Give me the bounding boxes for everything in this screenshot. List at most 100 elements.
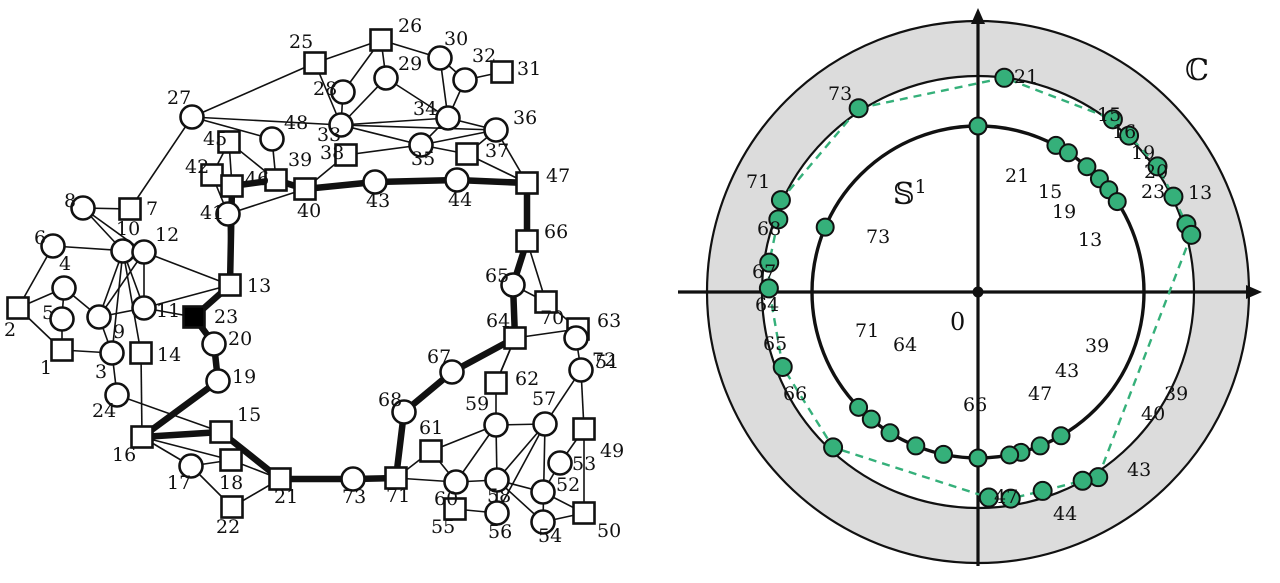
graph-node-22[interactable]: [220, 495, 244, 519]
graph-node-31[interactable]: [490, 60, 514, 84]
annulus-point-21[interactable]: [994, 67, 1015, 88]
graph-node-46[interactable]: [220, 174, 244, 198]
graph-node-4[interactable]: [51, 275, 77, 301]
unit-circle-point-16[interactable]: [1058, 143, 1078, 163]
graph-node-44[interactable]: [444, 167, 470, 193]
unit-circle-point-64[interactable]: [906, 436, 926, 456]
graph-node-12[interactable]: [131, 239, 157, 265]
graph-node-37[interactable]: [455, 142, 479, 166]
annulus-point-66[interactable]: [823, 437, 844, 458]
unit-circle-point-b1[interactable]: [933, 444, 953, 464]
unit-circle-point-b2[interactable]: [880, 423, 900, 443]
graph-node-24[interactable]: [104, 382, 130, 408]
graph-node-71[interactable]: [384, 466, 408, 490]
graph-node-65[interactable]: [500, 272, 526, 298]
graph-node-38[interactable]: [334, 143, 358, 167]
annulus-point-71[interactable]: [770, 190, 791, 211]
graph-node-68[interactable]: [391, 399, 417, 425]
graph-node-39[interactable]: [264, 168, 288, 192]
unit-circle-point-73[interactable]: [815, 217, 835, 237]
graph-node-25[interactable]: [303, 51, 327, 75]
annulus-point-15[interactable]: [1102, 109, 1123, 130]
graph-node-60[interactable]: [443, 469, 469, 495]
graph-node-18[interactable]: [219, 448, 243, 472]
graph-node-58[interactable]: [484, 467, 510, 493]
graph-node-56[interactable]: [484, 500, 510, 526]
graph-node-30[interactable]: [427, 45, 453, 71]
graph-node-72[interactable]: [563, 325, 589, 351]
annulus-point-68[interactable]: [768, 209, 789, 230]
graph-node-19[interactable]: [205, 368, 231, 394]
graph-node-50[interactable]: [572, 501, 596, 525]
graph-node-49[interactable]: [572, 417, 596, 441]
graph-node-43[interactable]: [362, 169, 388, 195]
graph-node-48[interactable]: [259, 126, 285, 152]
graph-node-6[interactable]: [40, 233, 66, 259]
graph-node-54[interactable]: [530, 509, 556, 535]
graph-node-57[interactable]: [532, 411, 558, 437]
graph-node-53[interactable]: [547, 450, 573, 476]
graph-node-33[interactable]: [328, 112, 354, 138]
annulus-point-67[interactable]: [759, 252, 780, 273]
annulus-point-13[interactable]: [1181, 224, 1202, 245]
graph-node-73[interactable]: [340, 466, 366, 492]
annulus-point-65[interactable]: [772, 356, 793, 377]
graph-node-3[interactable]: [99, 340, 125, 366]
graph-node-9[interactable]: [86, 304, 112, 330]
graph-node-64[interactable]: [503, 326, 527, 350]
graph-node-45[interactable]: [217, 130, 241, 154]
graph-node-1[interactable]: [50, 338, 74, 362]
graph-node-15[interactable]: [209, 420, 233, 444]
graph-node-16[interactable]: [130, 425, 154, 449]
unit-circle-point-71[interactable]: [849, 397, 869, 417]
annulus-point-16[interactable]: [1119, 125, 1140, 146]
graph-node-11[interactable]: [131, 295, 157, 321]
unit-circle-point-b3[interactable]: [861, 409, 881, 429]
annulus-point-40[interactable]: [1072, 470, 1093, 491]
graph-node-13[interactable]: [218, 273, 242, 297]
unit-circle-point-13[interactable]: [1107, 192, 1127, 212]
unit-circle-point-39[interactable]: [1051, 426, 1071, 446]
unit-circle-point-44[interactable]: [1000, 445, 1020, 465]
graph-node-32[interactable]: [452, 67, 478, 93]
graph-node-55[interactable]: [443, 497, 467, 521]
unit-circle-point-43[interactable]: [1030, 436, 1050, 456]
graph-node-35[interactable]: [408, 132, 434, 158]
graph-node-59[interactable]: [483, 412, 509, 438]
graph-node-51[interactable]: [568, 357, 594, 383]
graph-node-10[interactable]: [110, 238, 136, 264]
annulus-point-43[interactable]: [1032, 480, 1053, 501]
graph-node-29[interactable]: [373, 65, 399, 91]
graph-node-23[interactable]: [182, 305, 206, 329]
graph-node-62[interactable]: [484, 371, 508, 395]
graph-node-21[interactable]: [268, 467, 292, 491]
graph-node-47[interactable]: [515, 171, 539, 195]
graph-node-70[interactable]: [534, 290, 558, 314]
graph-node-27[interactable]: [179, 104, 205, 130]
graph-node-40[interactable]: [293, 177, 317, 201]
graph-node-28[interactable]: [330, 79, 356, 105]
unit-circle-point-19[interactable]: [1077, 157, 1097, 177]
graph-node-67[interactable]: [439, 359, 465, 385]
annulus-point-64[interactable]: [758, 278, 779, 299]
graph-node-14[interactable]: [129, 341, 153, 365]
graph-node-34[interactable]: [435, 105, 461, 131]
annulus-point-73[interactable]: [848, 98, 869, 119]
annulus-point-20[interactable]: [1163, 186, 1184, 207]
graph-node-17[interactable]: [178, 453, 204, 479]
annulus-point-19[interactable]: [1147, 156, 1168, 177]
graph-node-2[interactable]: [6, 296, 30, 320]
graph-node-26[interactable]: [369, 28, 393, 52]
graph-node-36[interactable]: [483, 117, 509, 143]
graph-node-20[interactable]: [201, 331, 227, 357]
graph-node-61[interactable]: [419, 439, 443, 463]
graph-node-7[interactable]: [118, 197, 142, 221]
unit-circle-point-66[interactable]: [968, 448, 988, 468]
annulus-point-44[interactable]: [1000, 488, 1021, 509]
unit-circle-point-21[interactable]: [968, 116, 988, 136]
graph-node-41[interactable]: [215, 201, 241, 227]
graph-node-5[interactable]: [49, 306, 75, 332]
graph-node-8[interactable]: [70, 195, 96, 221]
graph-node-52[interactable]: [530, 479, 556, 505]
annulus-point-47[interactable]: [978, 487, 999, 508]
